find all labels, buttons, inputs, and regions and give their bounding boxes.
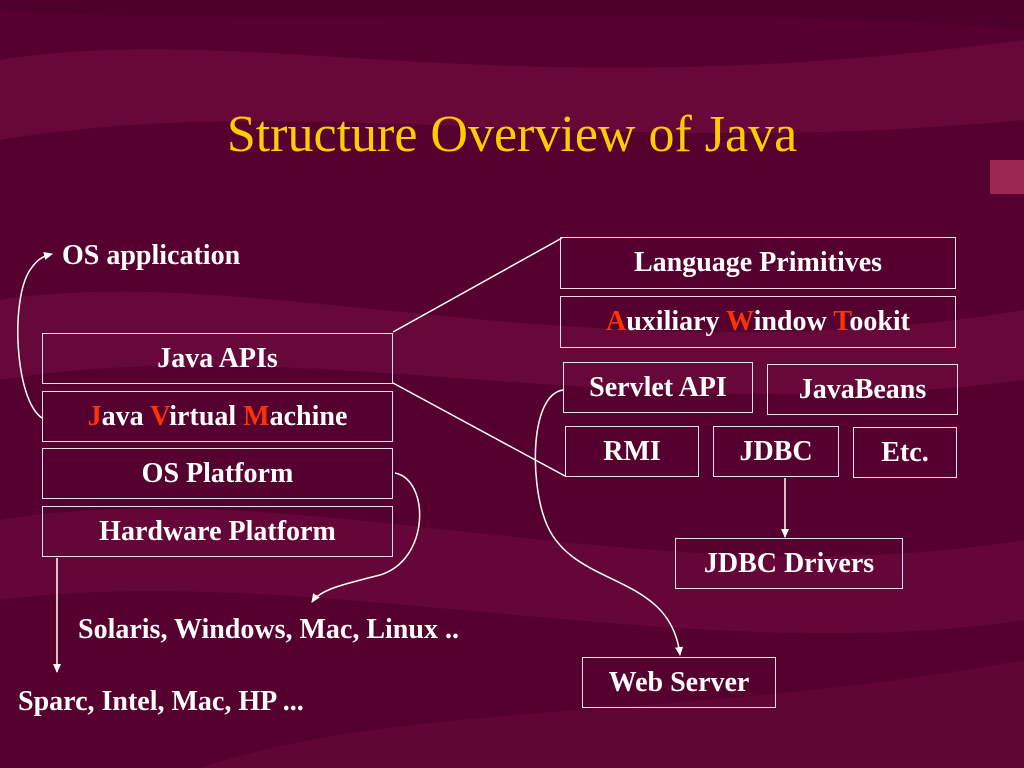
- jdbc-box: JDBC: [713, 426, 839, 477]
- os-application-label: OS application: [62, 240, 241, 271]
- servlet-api-label: Servlet API: [589, 371, 727, 403]
- web-server-label: Web Server: [608, 666, 750, 698]
- rmi-box: RMI: [565, 426, 699, 477]
- rmi-label: RMI: [603, 435, 661, 467]
- jvm-v-initial: V: [150, 400, 170, 432]
- awt-w-rest: indow: [753, 306, 834, 337]
- servlet-api-box: Servlet API: [563, 362, 753, 413]
- jvm-label: Java Virtual Machine: [88, 401, 348, 433]
- jdbc-drivers-box: JDBC Drivers: [675, 538, 903, 589]
- web-server-box: Web Server: [582, 657, 776, 708]
- java-apis-label: Java APIs: [157, 342, 278, 374]
- jvm-j-initial: J: [87, 400, 102, 432]
- os-examples-label: Solaris, Windows, Mac, Linux ..: [78, 614, 459, 645]
- javabeans-box: JavaBeans: [767, 364, 958, 415]
- awt-box: Auxiliary Window Tookit: [560, 296, 956, 348]
- jdbc-drivers-label: JDBC Drivers: [703, 547, 875, 579]
- jvm-j-rest: ava: [101, 400, 151, 432]
- hardware-platform-label: Hardware Platform: [99, 515, 336, 547]
- awt-t-initial: T: [833, 306, 850, 337]
- java-apis-box: Java APIs: [42, 333, 393, 384]
- awt-t-rest: ookit: [849, 306, 910, 337]
- os-platform-box: OS Platform: [42, 448, 393, 499]
- hardware-platform-box: Hardware Platform: [42, 506, 393, 557]
- awt-a-rest: uxiliary: [626, 306, 727, 337]
- os-platform-label: OS Platform: [141, 457, 294, 489]
- jvm-m-initial: M: [243, 400, 270, 432]
- slide-title: Structure Overview of Java: [226, 106, 798, 163]
- language-primitives-box: Language Primitives: [560, 237, 956, 289]
- jdbc-label: JDBC: [739, 435, 813, 467]
- jvm-v-rest: irtual: [169, 400, 244, 432]
- awt-w-initial: W: [726, 306, 754, 337]
- jvm-m-rest: achine: [269, 400, 348, 432]
- etc-box: Etc.: [853, 427, 957, 478]
- etc-label: Etc.: [881, 436, 929, 468]
- language-primitives-label: Language Primitives: [633, 247, 883, 278]
- jvm-box: Java Virtual Machine: [42, 391, 393, 442]
- awt-a-initial: A: [605, 306, 627, 337]
- hardware-examples-label: Sparc, Intel, Mac, HP ...: [18, 686, 304, 717]
- javabeans-label: JavaBeans: [798, 373, 927, 405]
- awt-label: Auxiliary Window Tookit: [606, 306, 910, 338]
